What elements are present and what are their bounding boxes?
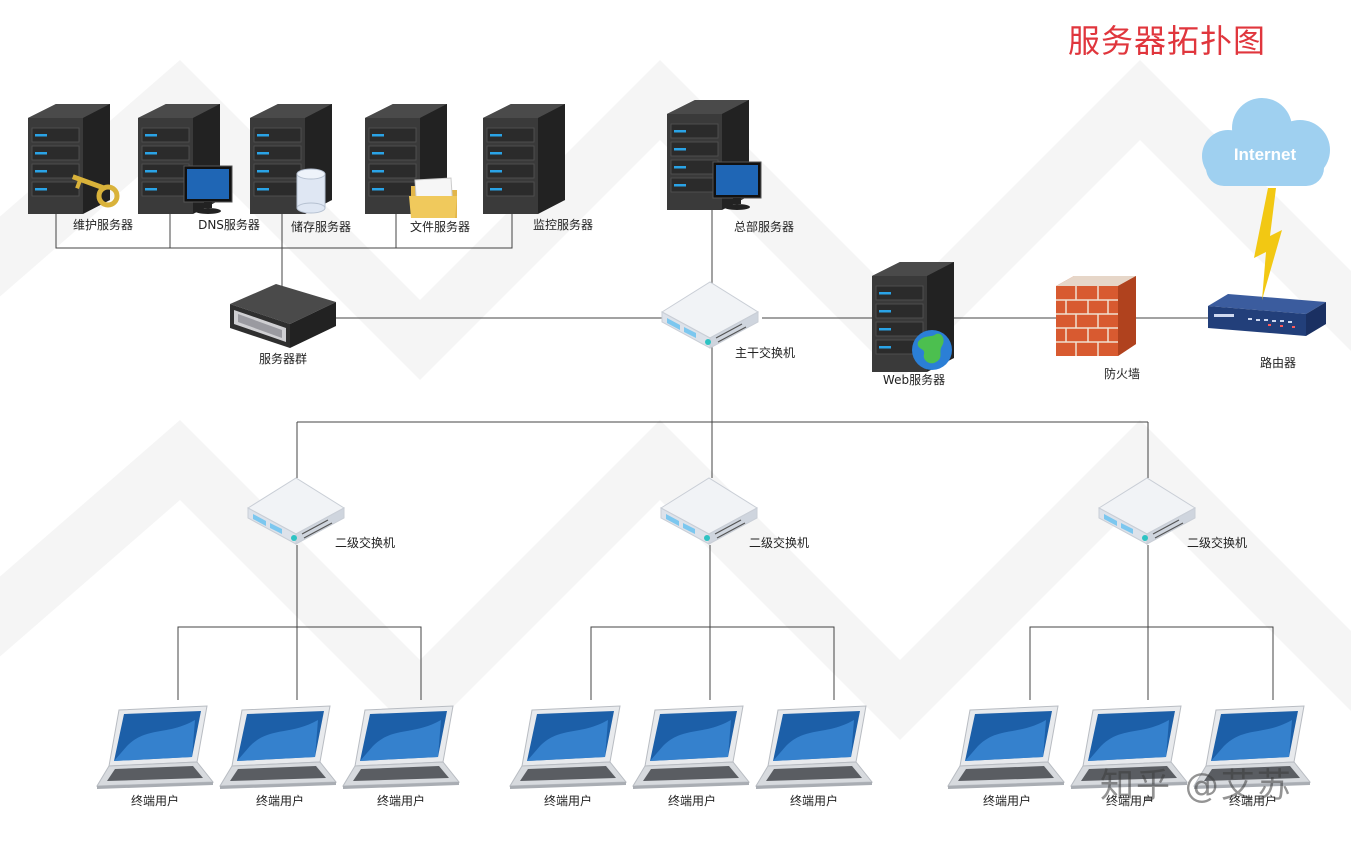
terminal-laptop-6[interactable] [755,705,873,790]
maintenance-server[interactable] [27,103,120,215]
terminal-label: 终端用户 [789,794,839,808]
hq-server-label: 总部服务器 [733,220,795,234]
storage-server-label: 储存服务器 [290,220,352,234]
connections [55,210,1274,700]
key-icon [71,174,120,208]
terminal-laptop-3[interactable] [342,705,460,790]
core-switch-label: 主干交换机 [734,346,796,360]
file-server-label: 文件服务器 [409,220,471,234]
terminal-label: 终端用户 [982,794,1032,808]
monitor-server-label: 监控服务器 [532,218,594,232]
terminal-label: 终端用户 [1105,794,1155,808]
terminal-label: 终端用户 [255,794,305,808]
terminal-label: 终端用户 [1228,794,1278,808]
sub-switch-label: 二级交换机 [334,536,396,550]
cloud-icon [1202,98,1330,186]
folder-icon [409,177,457,218]
hq-server[interactable] [666,99,762,211]
dns-server[interactable] [137,103,233,215]
dns-server-label: DNS服务器 [198,218,260,232]
internet-cloud[interactable]: Internet [1202,98,1330,300]
server-cluster-label: 服务器群 [258,352,308,366]
globe-icon [912,330,952,370]
terminal-laptop-5[interactable] [632,705,750,790]
server-cluster[interactable] [230,284,336,348]
web-server[interactable] [871,261,955,373]
terminal-label: 终端用户 [667,794,717,808]
file-server[interactable] [364,103,457,218]
core-switch[interactable] [661,281,759,349]
terminal-label: 终端用户 [130,794,180,808]
terminal-label: 终端用户 [376,794,426,808]
router[interactable] [1208,294,1326,336]
maintenance-server-label: 维护服务器 [72,218,134,232]
terminal-laptop-4[interactable] [509,705,627,790]
terminal-label: 终端用户 [543,794,593,808]
lightning-icon [1254,188,1282,300]
firewall[interactable] [1056,276,1136,356]
web-server-label: Web服务器 [882,373,946,387]
firewall-label: 防火墙 [1103,367,1141,381]
terminal-laptop-2[interactable] [219,705,337,790]
terminal-laptop-1[interactable] [96,705,214,790]
terminal-laptop-7[interactable] [947,705,1065,790]
sub-switch-label: 二级交换机 [748,536,810,550]
monitor-icon [183,165,233,214]
router-label: 路由器 [1259,356,1297,370]
diagram-title: 服务器拓扑图 [1068,22,1267,60]
database-icon [296,168,326,214]
monitor-server[interactable] [482,103,566,215]
internet-label: Internet [1234,145,1297,164]
storage-server[interactable] [249,103,333,215]
watermark: 知乎 @艾苏 [1100,766,1293,806]
sub-switch-label: 二级交换机 [1186,536,1248,550]
monitor-icon [712,161,762,210]
